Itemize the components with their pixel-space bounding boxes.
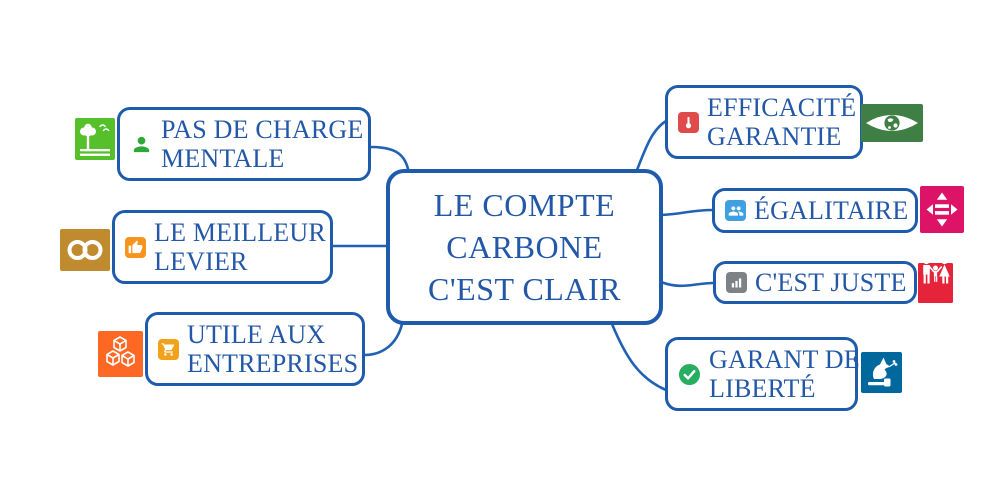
connector-line bbox=[659, 280, 716, 288]
bar-chart-icon bbox=[726, 272, 747, 293]
connector-line bbox=[362, 322, 404, 357]
connector-line bbox=[635, 119, 668, 172]
cubes-icon bbox=[98, 331, 143, 377]
node-cest-juste[interactable]: C'EST JUSTE bbox=[713, 261, 917, 304]
dove-peace-icon bbox=[861, 352, 902, 393]
central-node-line: C'EST CLAIR bbox=[428, 271, 621, 308]
people-icon bbox=[725, 200, 746, 221]
connector-line bbox=[659, 208, 715, 217]
equality-arrows-icon bbox=[920, 186, 964, 233]
node-label: C'EST JUSTE bbox=[755, 267, 907, 297]
thermometer-icon bbox=[678, 111, 699, 133]
eye-globe-icon bbox=[861, 104, 923, 142]
node-egalitaire[interactable]: ÉGALITAIRE bbox=[712, 188, 918, 233]
check-circle-icon bbox=[678, 363, 701, 386]
central-node-line: LE COMPTE bbox=[433, 186, 616, 223]
person-icon bbox=[130, 133, 153, 156]
infinity-loop-icon bbox=[60, 229, 110, 271]
tree-nature-icon bbox=[75, 118, 115, 160]
node-label: ÉGALITAIRE bbox=[754, 195, 909, 225]
shopping-cart-icon bbox=[158, 338, 179, 360]
family-icon bbox=[918, 257, 953, 303]
thumbs-up-icon bbox=[125, 236, 146, 258]
connector-line bbox=[368, 145, 410, 171]
central-node-line: CARBONE bbox=[446, 228, 603, 265]
central-node[interactable]: LE COMPTE CARBONE C'EST CLAIR bbox=[386, 169, 663, 325]
connector-line bbox=[610, 322, 668, 392]
